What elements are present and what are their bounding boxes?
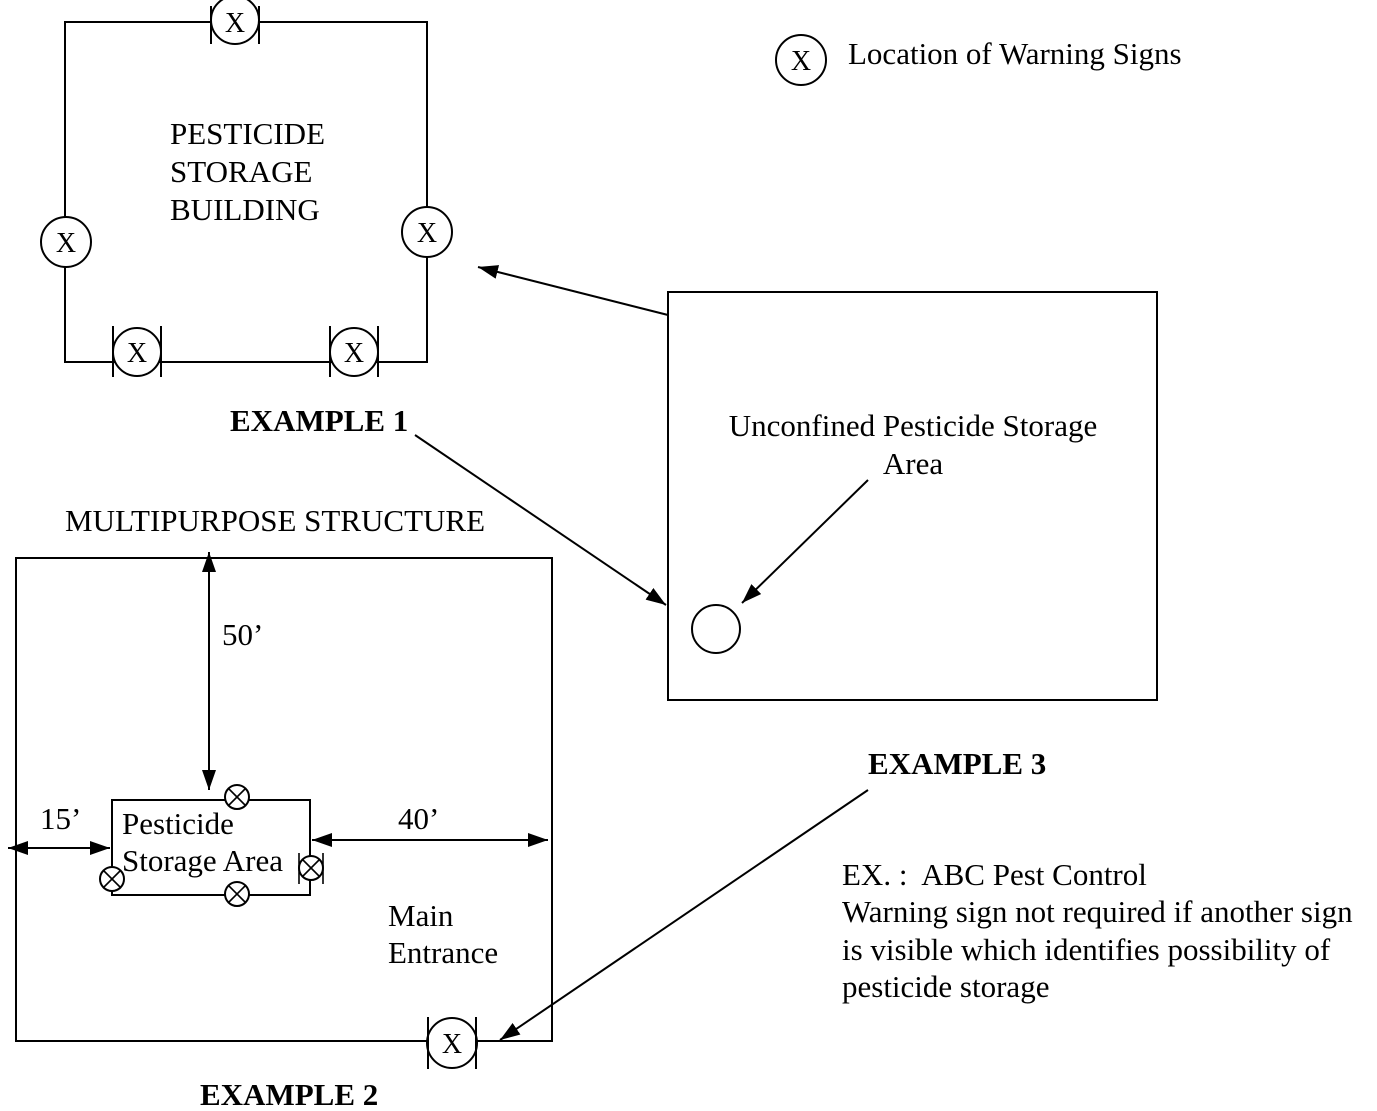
sign-circle [40, 216, 92, 268]
unconfined-storage-marker [691, 604, 741, 654]
sign-symbol: X [417, 218, 437, 249]
legend: X Location of Warning Signs [775, 34, 1182, 86]
warning-sign-small-bottom [224, 881, 250, 907]
sign-symbol: X [127, 338, 147, 369]
warning-sign-small-right [298, 853, 324, 884]
arrow-area-label-to-marker [741, 479, 869, 604]
building-label-line-2: STORAGE [170, 154, 312, 189]
warning-sign-bottom-right: X [329, 326, 379, 377]
dimension-label-right: 40’ [398, 801, 439, 836]
multipurpose-structure-title: MULTIPURPOSE STRUCTURE [65, 503, 485, 538]
multipurpose-structure-outline [15, 557, 553, 1042]
main-entrance-label-line-1: Main [388, 898, 454, 933]
unconfined-area-outline [667, 291, 1158, 701]
warning-sign-top: X [210, 0, 260, 45]
legend-sign-symbol: X [791, 46, 811, 77]
example-3: Unconfined Pesticide Storage Area EXAMPL… [667, 291, 1158, 781]
sign-cross-stroke [301, 858, 321, 878]
arrow-example-3-to-building [477, 265, 669, 316]
sign-circle [401, 206, 453, 258]
warning-sign-small-left [99, 866, 125, 892]
sign-symbol: X [344, 338, 364, 369]
arrow-example-1-to-marker [414, 434, 667, 606]
warning-sign-left: X [40, 216, 92, 268]
example-1: X X X X X PESTICIDE STORAGE BUILDING EXA… [40, 0, 453, 438]
arrow-example-3-to-entrance-sign [499, 789, 869, 1041]
main-entrance-label-line-2: Entrance [388, 935, 498, 970]
example-note: EX. : ABC Pest Control Warning sign not … [842, 857, 1353, 1004]
note-line-2: Warning sign not required if another sig… [842, 894, 1353, 929]
warning-sign-small-top [224, 784, 250, 810]
note-line-4: pesticide storage [842, 969, 1049, 1004]
storage-area-label-line-2: Storage Area [122, 843, 283, 878]
note-line-3: is visible which identifies possibility … [842, 932, 1331, 967]
sign-cross-stroke [102, 869, 122, 889]
sign-symbol: X [442, 1029, 462, 1060]
note-line-1: EX. : ABC Pest Control [842, 857, 1147, 892]
sign-symbol: X [56, 228, 76, 259]
warning-sign-bottom-left: X [112, 326, 162, 377]
sign-cross-stroke [227, 787, 247, 807]
warning-sign-right: X [401, 206, 453, 258]
sign-cross-stroke [227, 884, 247, 904]
example-2-caption: EXAMPLE 2 [200, 1077, 378, 1111]
building-label-line-1: PESTICIDE [170, 116, 325, 151]
pesticide-storage-area-outline [111, 799, 311, 896]
example-3-caption: EXAMPLE 3 [868, 746, 1046, 781]
storage-area-label-line-1: Pesticide [122, 806, 234, 841]
building-label-line-3: BUILDING [170, 192, 320, 227]
dimension-label-left: 15’ [40, 801, 81, 836]
unconfined-area-label-line-1: Unconfined Pesticide Storage [729, 408, 1097, 443]
dimension-label-top: 50’ [222, 617, 263, 652]
legend-warning-sign-icon [775, 34, 827, 86]
example-2: MULTIPURPOSE STRUCTURE 50’ Pesticide Sto… [8, 503, 553, 1111]
example-1-caption: EXAMPLE 1 [230, 403, 408, 438]
legend-label: Location of Warning Signs [848, 36, 1182, 71]
sign-symbol: X [225, 8, 245, 39]
warning-sign-entrance: X [426, 1017, 478, 1069]
unconfined-area-label-line-2: Area [883, 446, 943, 481]
